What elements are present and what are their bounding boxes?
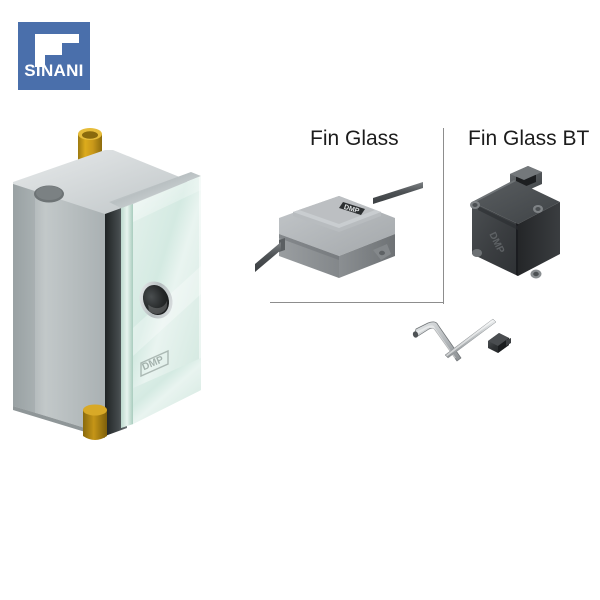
brand-logo: SINANI <box>18 22 90 90</box>
dmp-logo-mark: DMP <box>339 202 365 215</box>
logo-mark-notch-icon <box>62 43 79 55</box>
caption-fin-glass-bt: Fin Glass BT <box>468 127 590 150</box>
brass-outlet-fitting-bottom <box>83 404 107 440</box>
hex-allen-key <box>412 321 462 362</box>
brand-name: SINANI <box>24 61 84 80</box>
sensor-eye <box>139 281 173 319</box>
installation-accessories <box>412 318 511 362</box>
product-power-supply: DMP <box>255 182 423 278</box>
svg-text:DMP: DMP <box>343 204 360 215</box>
glass-top-chrome-edge <box>109 172 201 208</box>
product-battery-box: DMP <box>470 166 560 279</box>
mounting-tab <box>373 244 391 260</box>
input-cable <box>255 238 285 272</box>
main-product-glass-sensor-flush-valve: DMP <box>13 128 201 440</box>
battery-housing <box>472 180 560 276</box>
cable-port <box>34 185 64 203</box>
output-cable <box>373 182 423 204</box>
fixing-screws <box>470 201 543 279</box>
logo-mark-stem-icon <box>35 34 45 67</box>
horizontal-divider <box>270 302 444 303</box>
lid-plate <box>293 196 381 232</box>
probe-rod-with-tip <box>444 318 511 359</box>
vertical-divider <box>443 128 444 304</box>
glass-edge-thickness <box>121 204 133 428</box>
caption-fin-glass: Fin Glass <box>310 127 399 150</box>
logo-background-square <box>18 22 90 90</box>
